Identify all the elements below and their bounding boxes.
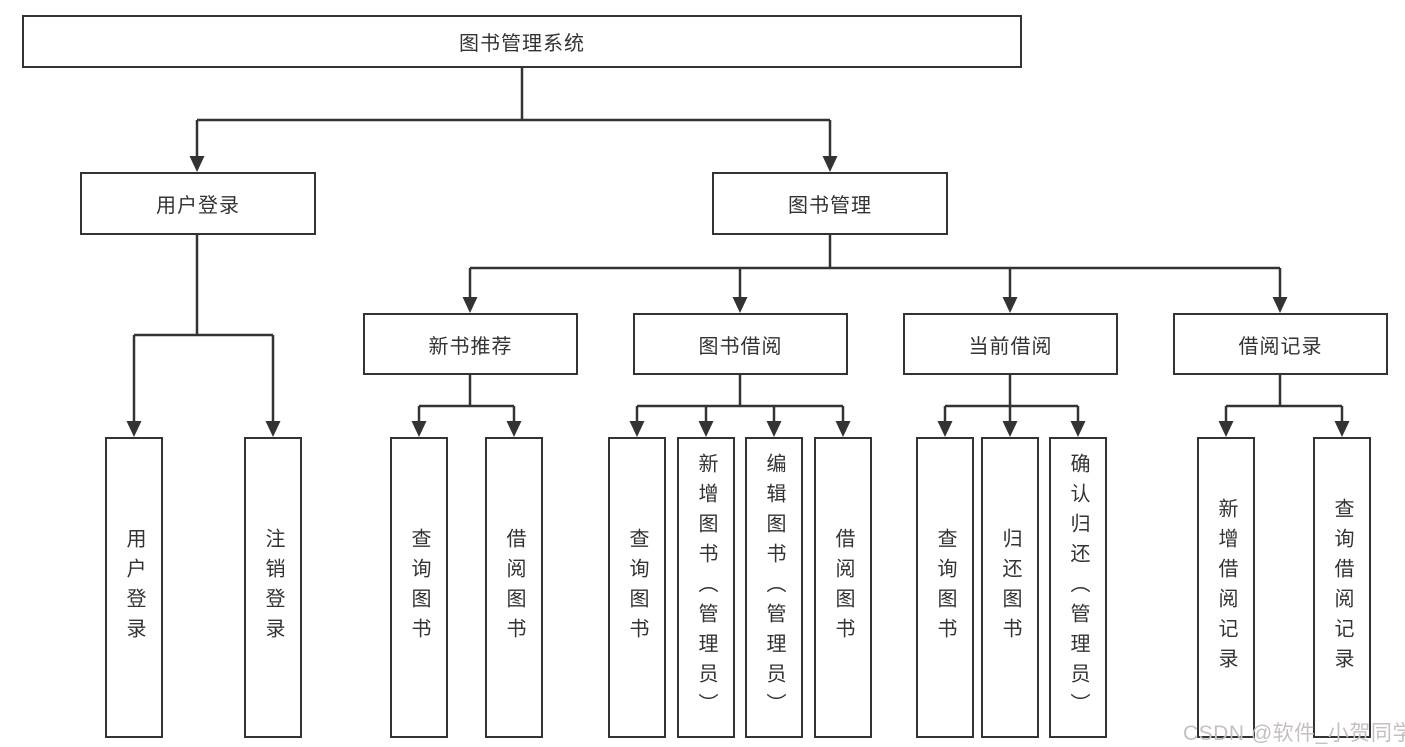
node-borrow-records: 借阅记录 [1173, 313, 1388, 375]
leaf-query-books-current: 查询图书 [916, 437, 974, 738]
leaf-query-books-recommend: 查询图书 [390, 437, 448, 738]
leaf-confirm-return-admin: 确认归还（管理员） [1049, 437, 1107, 738]
leaf-add-books-admin: 新增图书（管理员） [677, 437, 735, 738]
leaf-query-books-borrow: 查询图书 [608, 437, 666, 738]
node-current-borrow: 当前借阅 [903, 313, 1118, 375]
leaf-user-login: 用户登录 [105, 437, 163, 738]
node-root-system: 图书管理系统 [22, 15, 1022, 68]
leaf-query-borrow-record: 查询借阅记录 [1313, 437, 1371, 738]
leaf-add-borrow-record: 新增借阅记录 [1197, 437, 1255, 738]
node-new-book-recommend: 新书推荐 [363, 313, 578, 375]
node-book-management: 图书管理 [712, 172, 948, 235]
node-user-login: 用户登录 [80, 172, 316, 235]
node-book-borrow: 图书借阅 [633, 313, 848, 375]
leaf-return-books: 归还图书 [981, 437, 1039, 738]
leaf-logout: 注销登录 [244, 437, 302, 738]
leaf-borrow-books-recommend: 借阅图书 [485, 437, 543, 738]
csdn-watermark: CSDN @软件_小贺同学 [1183, 722, 1405, 745]
leaf-borrow-books: 借阅图书 [814, 437, 872, 738]
leaf-edit-books-admin: 编辑图书（管理员） [745, 437, 803, 738]
